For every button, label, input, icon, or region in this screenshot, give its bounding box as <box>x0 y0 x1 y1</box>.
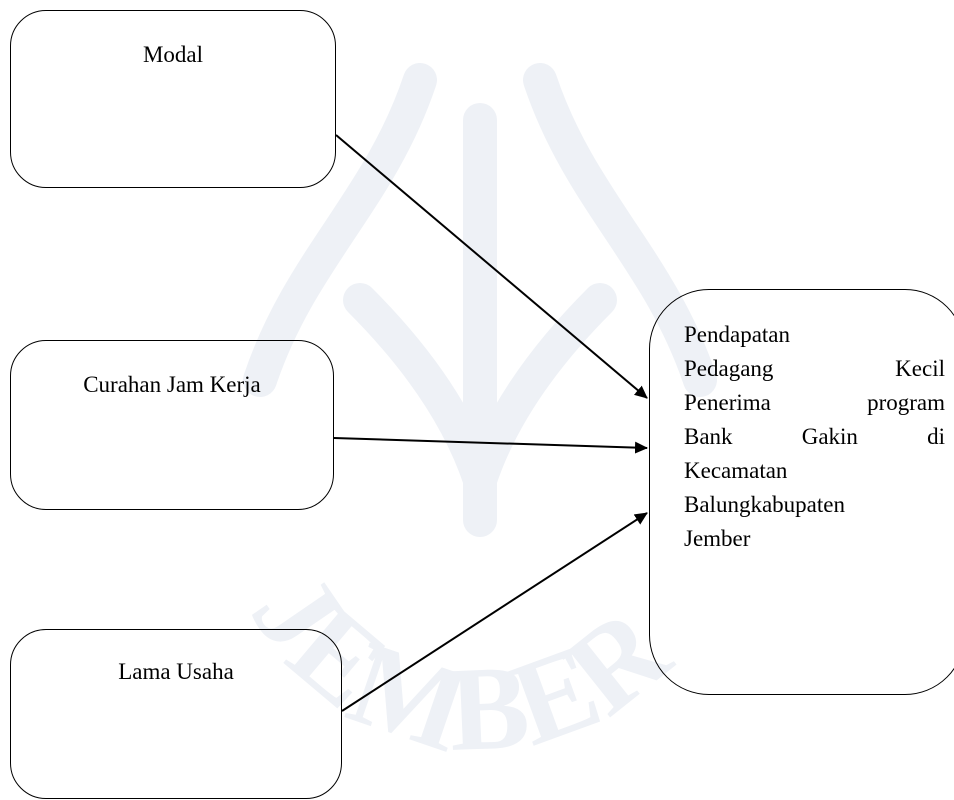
target-line: Pedagang Kecil <box>684 356 945 381</box>
node-lama-usaha: Lama Usaha <box>10 629 342 799</box>
node-pendapatan-text: Pendapatan Pedagang Kecil Penerima progr… <box>684 318 945 556</box>
node-pendapatan: Pendapatan Pedagang Kecil Penerima progr… <box>649 289 954 695</box>
target-line: Penerima program <box>684 390 945 415</box>
arrow-modal-to-pendapatan <box>335 134 648 399</box>
node-curahan-jam-kerja: Curahan Jam Kerja <box>10 340 334 510</box>
node-lama-label: Lama Usaha <box>118 659 234 684</box>
target-line: Bank Gakin di <box>684 424 945 449</box>
target-line: Kecamatan <box>684 458 788 483</box>
target-line: Balungkabupaten <box>684 492 845 517</box>
target-line: Pendapatan <box>684 322 791 347</box>
target-line: Jember <box>684 526 751 551</box>
node-curahan-label: Curahan Jam Kerja <box>83 372 261 397</box>
node-modal: Modal <box>10 10 336 188</box>
arrow-curahan-to-pendapatan <box>333 437 648 454</box>
arrow-lama-to-pendapatan <box>341 512 648 712</box>
node-modal-label: Modal <box>142 42 204 67</box>
